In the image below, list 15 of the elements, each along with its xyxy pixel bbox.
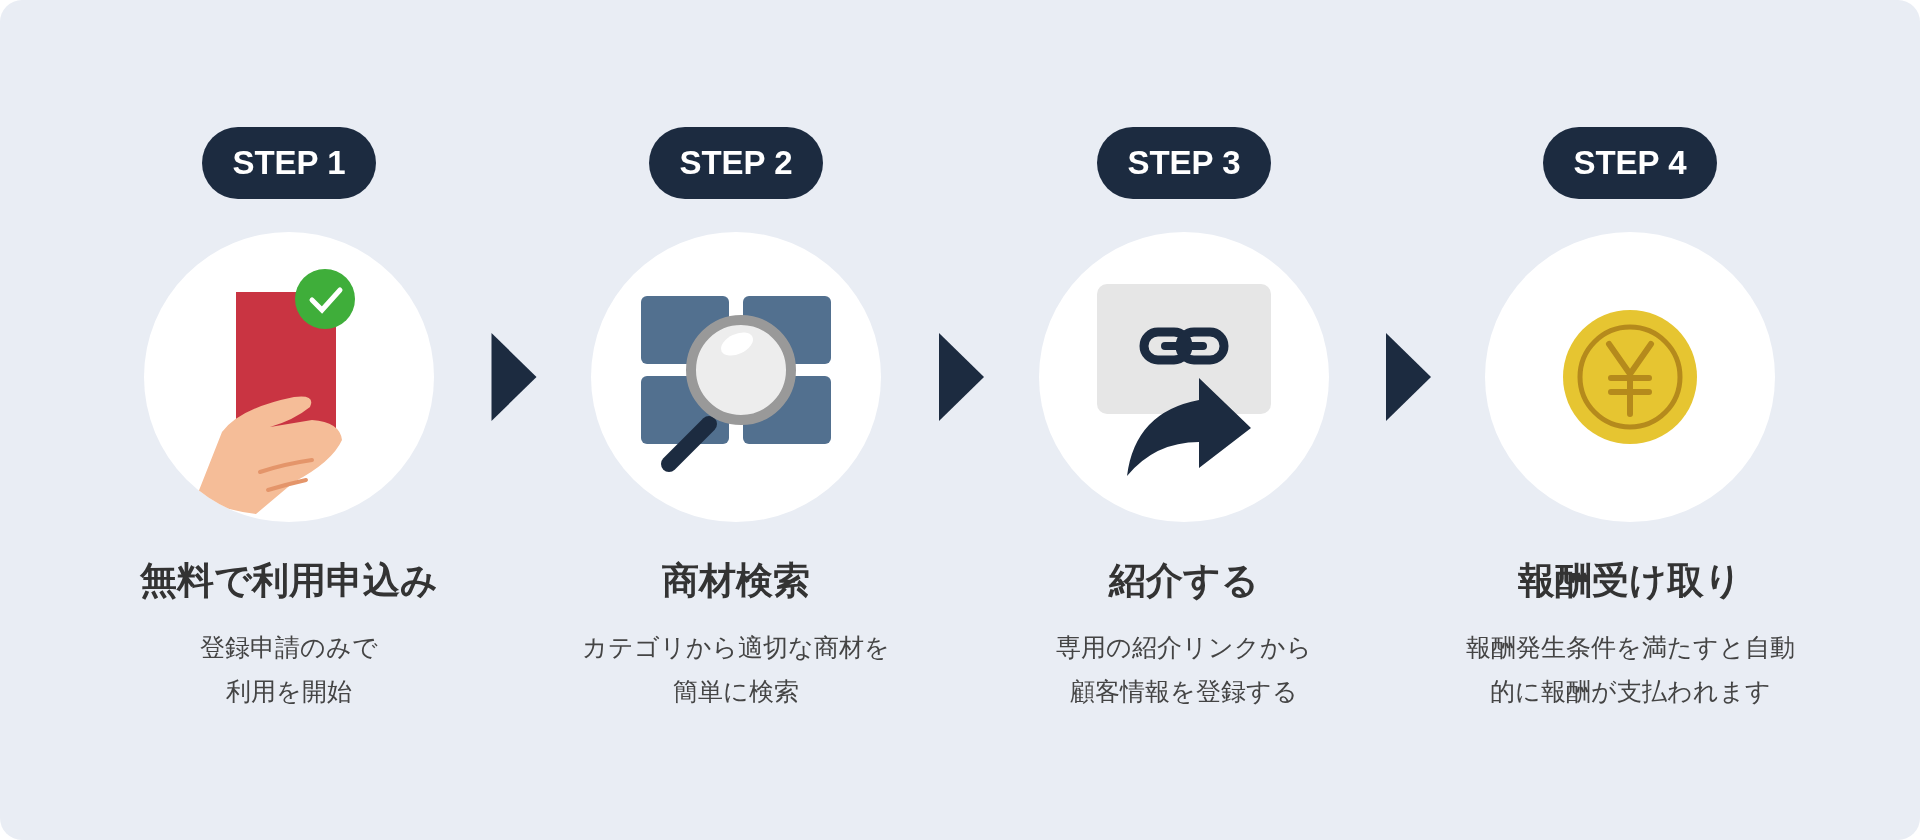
step-description: 報酬発生条件を満たすと自動的に報酬が支払われます: [1464, 632, 1796, 708]
step-title: 紹介する: [1107, 558, 1260, 604]
step-description: 登録申請のみで利用を開始: [199, 632, 379, 708]
step-description: 専用の紹介リンクから顧客情報を登録する: [1055, 632, 1313, 708]
step-title: 商材検索: [661, 558, 811, 604]
step-badge: STEP 2: [649, 127, 823, 199]
step-badge: STEP 3: [1097, 127, 1271, 199]
step-badge: STEP 4: [1543, 127, 1717, 199]
chevron-arrow: [1386, 333, 1431, 421]
chevron-arrow: [491, 333, 537, 421]
step-title: 報酬受け取り: [1517, 558, 1743, 604]
step-badge: STEP 1: [202, 127, 376, 199]
step-description: カテゴリから適切な商材を簡単に検索: [581, 632, 891, 708]
step-title: 無料で利用申込み: [139, 558, 439, 604]
chevron-arrow: [939, 333, 984, 421]
